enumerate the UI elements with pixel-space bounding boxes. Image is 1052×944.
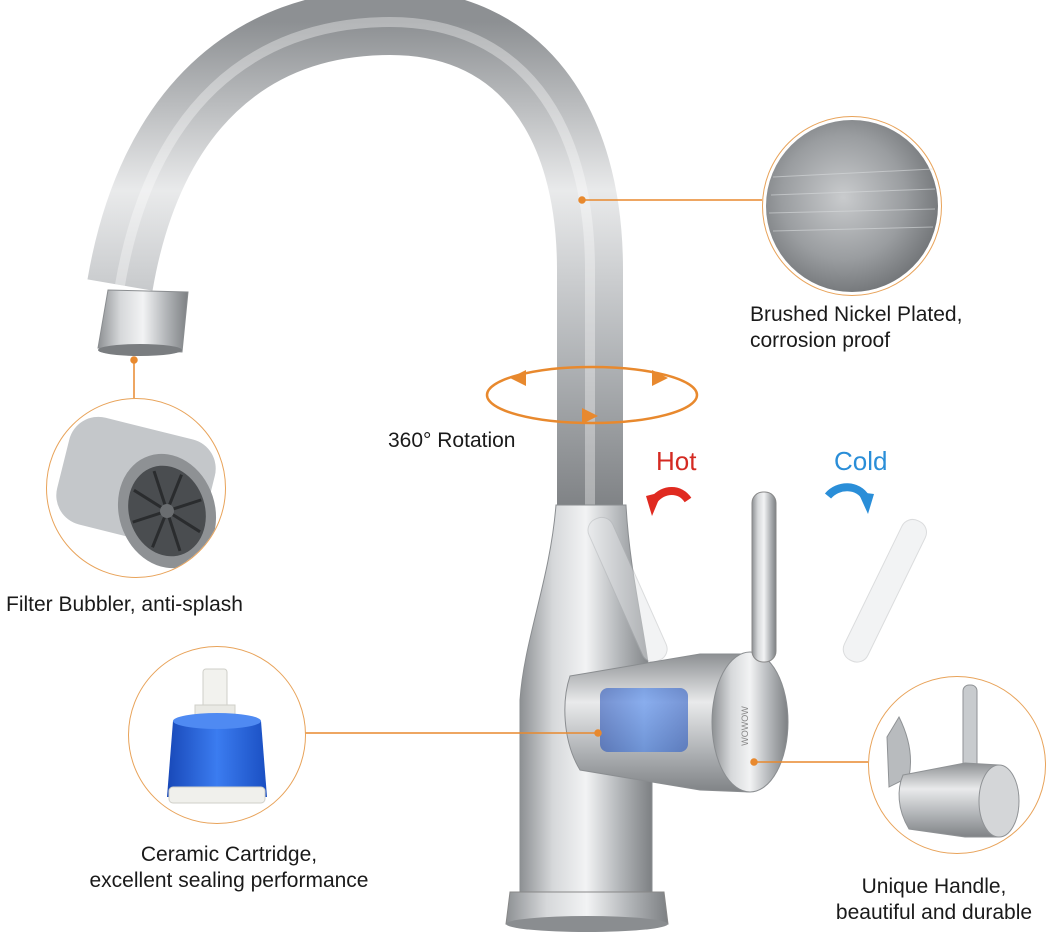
cartridge-label-line2: excellent sealing performance bbox=[89, 869, 369, 892]
finish-detail-circle bbox=[762, 116, 942, 296]
aerator-label: Filter Bubbler, anti-splash bbox=[6, 593, 243, 616]
finish-label: Brushed Nickel Plated, corrosion proof bbox=[750, 302, 962, 354]
rotation-arrow-icon bbox=[510, 370, 526, 386]
handle-cap bbox=[711, 651, 789, 793]
leader-lines bbox=[130, 196, 868, 766]
rotation-ring bbox=[485, 365, 699, 425]
cartridge-label: Ceramic Cartridge, excellent sealing per… bbox=[64, 842, 394, 894]
handle-lever bbox=[751, 491, 777, 663]
rotation-label: 360° Rotation bbox=[388, 429, 516, 452]
finish-label-line1: Brushed Nickel Plated, bbox=[750, 303, 963, 326]
cartridge-label-line1: Ceramic Cartridge, bbox=[140, 843, 318, 866]
cold-label: Cold bbox=[834, 446, 888, 476]
hot-label: Hot bbox=[656, 446, 697, 476]
handle-label-line2: beautiful and durable bbox=[835, 901, 1033, 924]
aerator-detail-circle bbox=[46, 398, 226, 578]
spout-neck bbox=[87, 0, 623, 505]
handle-detail-circle bbox=[868, 676, 1046, 854]
handle-label: Unique Handle, beautiful and durable bbox=[820, 874, 1048, 926]
cap-brand-mark: WOWOW bbox=[740, 706, 750, 746]
cartridge-detail-circle bbox=[128, 646, 306, 824]
finish-label-line2: corrosion proof bbox=[750, 329, 891, 352]
ghost-handles bbox=[587, 516, 927, 663]
cartridge-overlay bbox=[600, 688, 688, 752]
spout-tip bbox=[97, 289, 189, 353]
handle-label-line1: Unique Handle, bbox=[861, 875, 1007, 898]
